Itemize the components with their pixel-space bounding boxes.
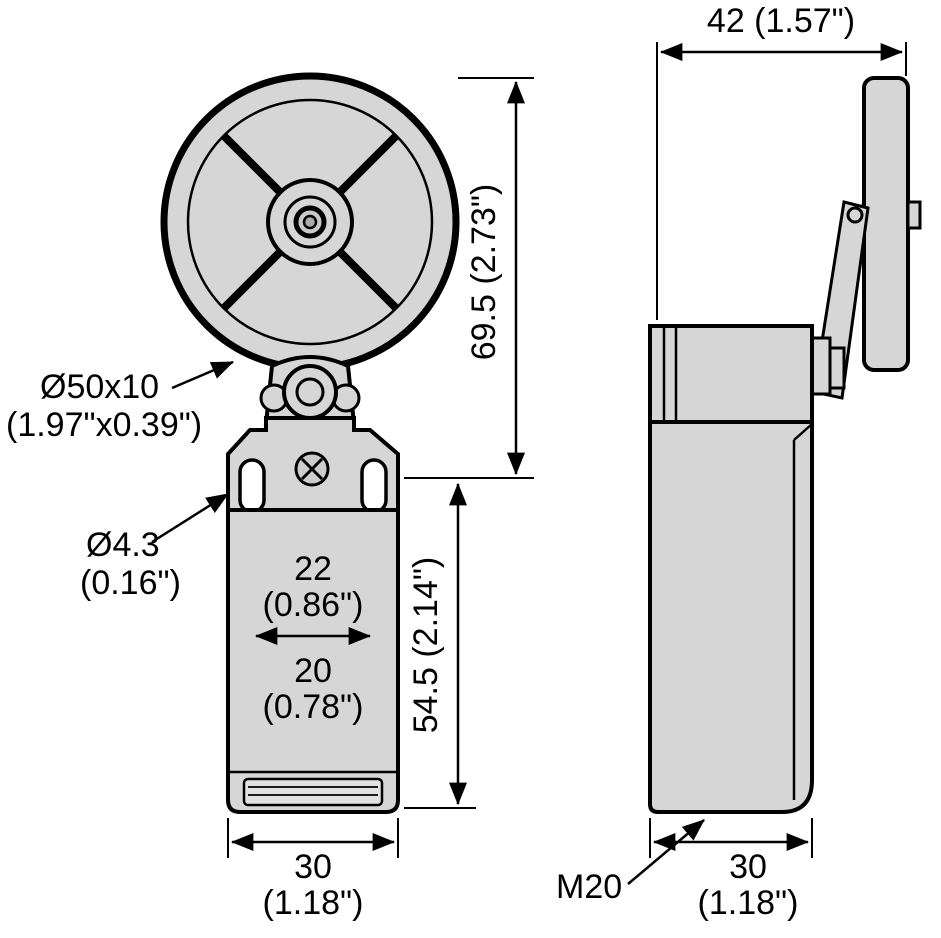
switch-body-front xyxy=(226,508,400,814)
lever-bracket xyxy=(259,355,361,426)
roller-spoke-sw xyxy=(221,247,285,311)
body-outline xyxy=(226,508,400,814)
roller-size-leader-arrow xyxy=(171,360,235,390)
roller-inner-rim xyxy=(186,98,434,346)
mounting-slot-right xyxy=(360,458,388,514)
lever-arm-side xyxy=(810,200,870,400)
side-view: 42 (1.57") xyxy=(556,2,922,922)
thread-leader-arrow xyxy=(627,819,705,885)
mounting-hole-label: Ø4.3 (0.16") xyxy=(80,492,229,602)
switch-body-side xyxy=(648,420,814,814)
hole-spacing-text-mm: 20 xyxy=(294,652,332,690)
dimension-front-width: 30 (1.18") xyxy=(227,818,399,922)
switch-head-side xyxy=(648,324,814,424)
roller-wheel xyxy=(160,72,460,372)
roller-axle-nub xyxy=(906,200,922,230)
screw-cross-2 xyxy=(300,457,324,481)
thread-label: M20 xyxy=(556,819,705,906)
dimension-depth: 42 (1.57") xyxy=(656,2,907,320)
mounting-slot-left xyxy=(238,458,266,514)
roller-size-label: Ø50x10 (1.97"x0.39") xyxy=(6,360,235,444)
hole-size-text-mm: Ø4.3 xyxy=(86,526,160,564)
roller-size-text-mm: Ø50x10 xyxy=(40,368,159,406)
lever-hub-inner xyxy=(828,346,846,390)
roller-spoke-ne xyxy=(335,133,399,197)
front-view: Ø50x10 (1.97"x0.39") Ø4.3 (0.16") 22 (0.… xyxy=(6,72,534,922)
side-width-text-mm: 30 xyxy=(729,848,767,886)
roller-spoke-nw xyxy=(221,133,285,197)
total-height-text: 69.5 (2.73") xyxy=(465,184,503,361)
roller-side-disc xyxy=(862,76,910,372)
roller-axle-center xyxy=(302,214,318,230)
body-height-text: 54.5 (2.14") xyxy=(407,557,445,734)
side-width-text-in: (1.18") xyxy=(698,884,799,922)
thread-text: M20 xyxy=(556,868,622,906)
head-side-outline xyxy=(648,324,814,424)
lever-hub-outer xyxy=(810,336,832,396)
depth-text: 42 (1.57") xyxy=(707,2,855,40)
dimension-slot-spacing: 22 (0.86") xyxy=(254,550,372,645)
dimension-hole-spacing: 20 (0.78") xyxy=(263,652,364,726)
front-width-text-mm: 30 xyxy=(294,848,332,886)
body-side-chamfer xyxy=(793,423,813,441)
body-side-outline xyxy=(648,420,814,814)
front-width-text-in: (1.18") xyxy=(263,884,364,922)
hole-size-text-in: (0.16") xyxy=(80,564,181,602)
slot-spacing-text-in: (0.86") xyxy=(263,586,364,624)
roller-size-text-in: (1.97"x0.39") xyxy=(6,406,202,444)
lever-pin xyxy=(846,206,864,224)
base-inset xyxy=(242,777,384,807)
hole-size-leader-arrow xyxy=(151,492,229,544)
switch-head-front xyxy=(226,416,400,514)
dimension-body-height: 54.5 (2.14") xyxy=(404,482,476,809)
slot-spacing-text-mm: 22 xyxy=(294,550,332,588)
hole-spacing-text-in: (0.78") xyxy=(263,688,364,726)
roller-pivot-pin xyxy=(295,377,325,407)
dimension-side-width: 30 (1.18") xyxy=(649,818,813,922)
dimension-total-height: 69.5 (2.73") xyxy=(404,77,534,479)
roller-spoke-se xyxy=(335,247,399,311)
